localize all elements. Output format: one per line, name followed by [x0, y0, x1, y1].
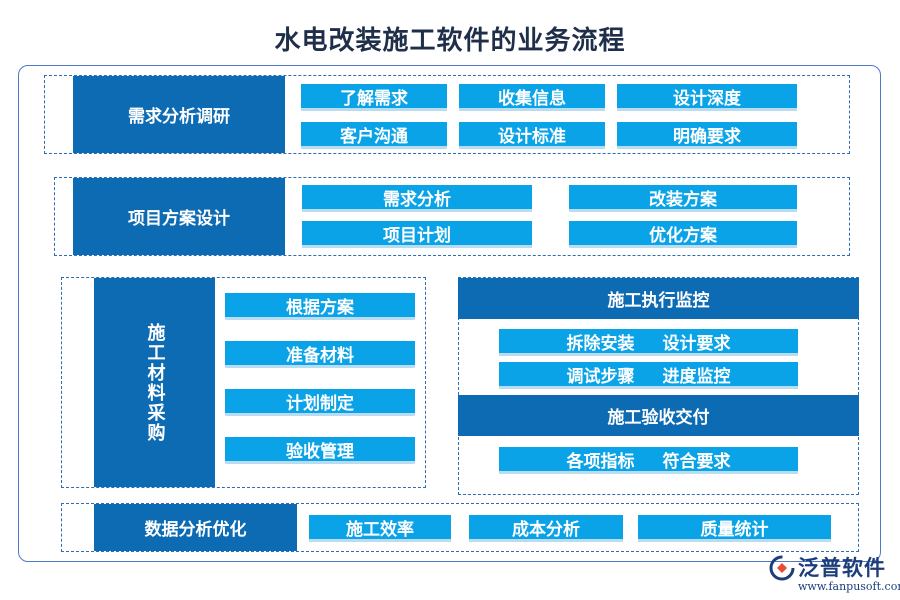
- optimization-section: [61, 503, 859, 552]
- optimization-item: 成本分析: [469, 515, 623, 542]
- demand-item: 设计深度: [617, 84, 797, 111]
- design-item: 需求分析: [302, 185, 532, 212]
- acceptance-item-row: 各项指标 符合要求: [499, 447, 798, 474]
- design-section: [54, 177, 850, 256]
- demand-label: 需求分析调研: [73, 76, 285, 153]
- monitoring-item: 拆除安装: [566, 333, 635, 354]
- demand-item: 明确要求: [617, 122, 797, 149]
- acceptance-item: 符合要求: [662, 451, 731, 472]
- design-item: 优化方案: [569, 221, 797, 248]
- design-item: 项目计划: [302, 221, 532, 248]
- monitoring-item-row: 拆除安装 设计要求: [499, 329, 798, 356]
- design-label: 项目方案设计: [73, 178, 285, 255]
- optimization-item: 施工效率: [309, 515, 451, 542]
- monitoring-item: 设计要求: [662, 333, 731, 354]
- fanpu-logo-icon: [769, 555, 795, 581]
- monitoring-item: 进度监控: [662, 366, 731, 387]
- logo-url: www.fanpusoft.com: [798, 580, 900, 593]
- acceptance-item: 各项指标: [566, 451, 635, 472]
- procurement-item: 验收管理: [225, 437, 415, 464]
- brand-logo: 泛普软件 www.fanpusoft.com: [768, 552, 900, 596]
- flow-container: [18, 65, 881, 562]
- logo-name: 泛普软件: [798, 556, 886, 580]
- procurement-section: [61, 277, 426, 488]
- procurement-item: 计划制定: [225, 389, 415, 416]
- acceptance-label: 施工验收交付: [458, 395, 859, 436]
- procurement-label: 施工材料采购: [94, 278, 215, 487]
- execution-section: [458, 277, 859, 495]
- monitoring-item-row: 调试步骤 进度监控: [499, 362, 798, 389]
- monitoring-label: 施工执行监控: [458, 278, 859, 319]
- demand-item: 客户沟通: [301, 122, 447, 149]
- monitoring-item: 调试步骤: [566, 366, 635, 387]
- design-item: 改装方案: [569, 185, 797, 212]
- optimization-label: 数据分析优化: [94, 504, 297, 551]
- demand-item: 了解需求: [301, 84, 447, 111]
- optimization-item: 质量统计: [638, 515, 831, 542]
- demand-item: 收集信息: [459, 84, 605, 111]
- procurement-item: 准备材料: [225, 341, 415, 368]
- demand-section: [44, 75, 850, 154]
- page-title: 水电改装施工软件的业务流程: [274, 26, 626, 56]
- procurement-item: 根据方案: [225, 293, 415, 320]
- demand-item: 设计标准: [459, 122, 605, 149]
